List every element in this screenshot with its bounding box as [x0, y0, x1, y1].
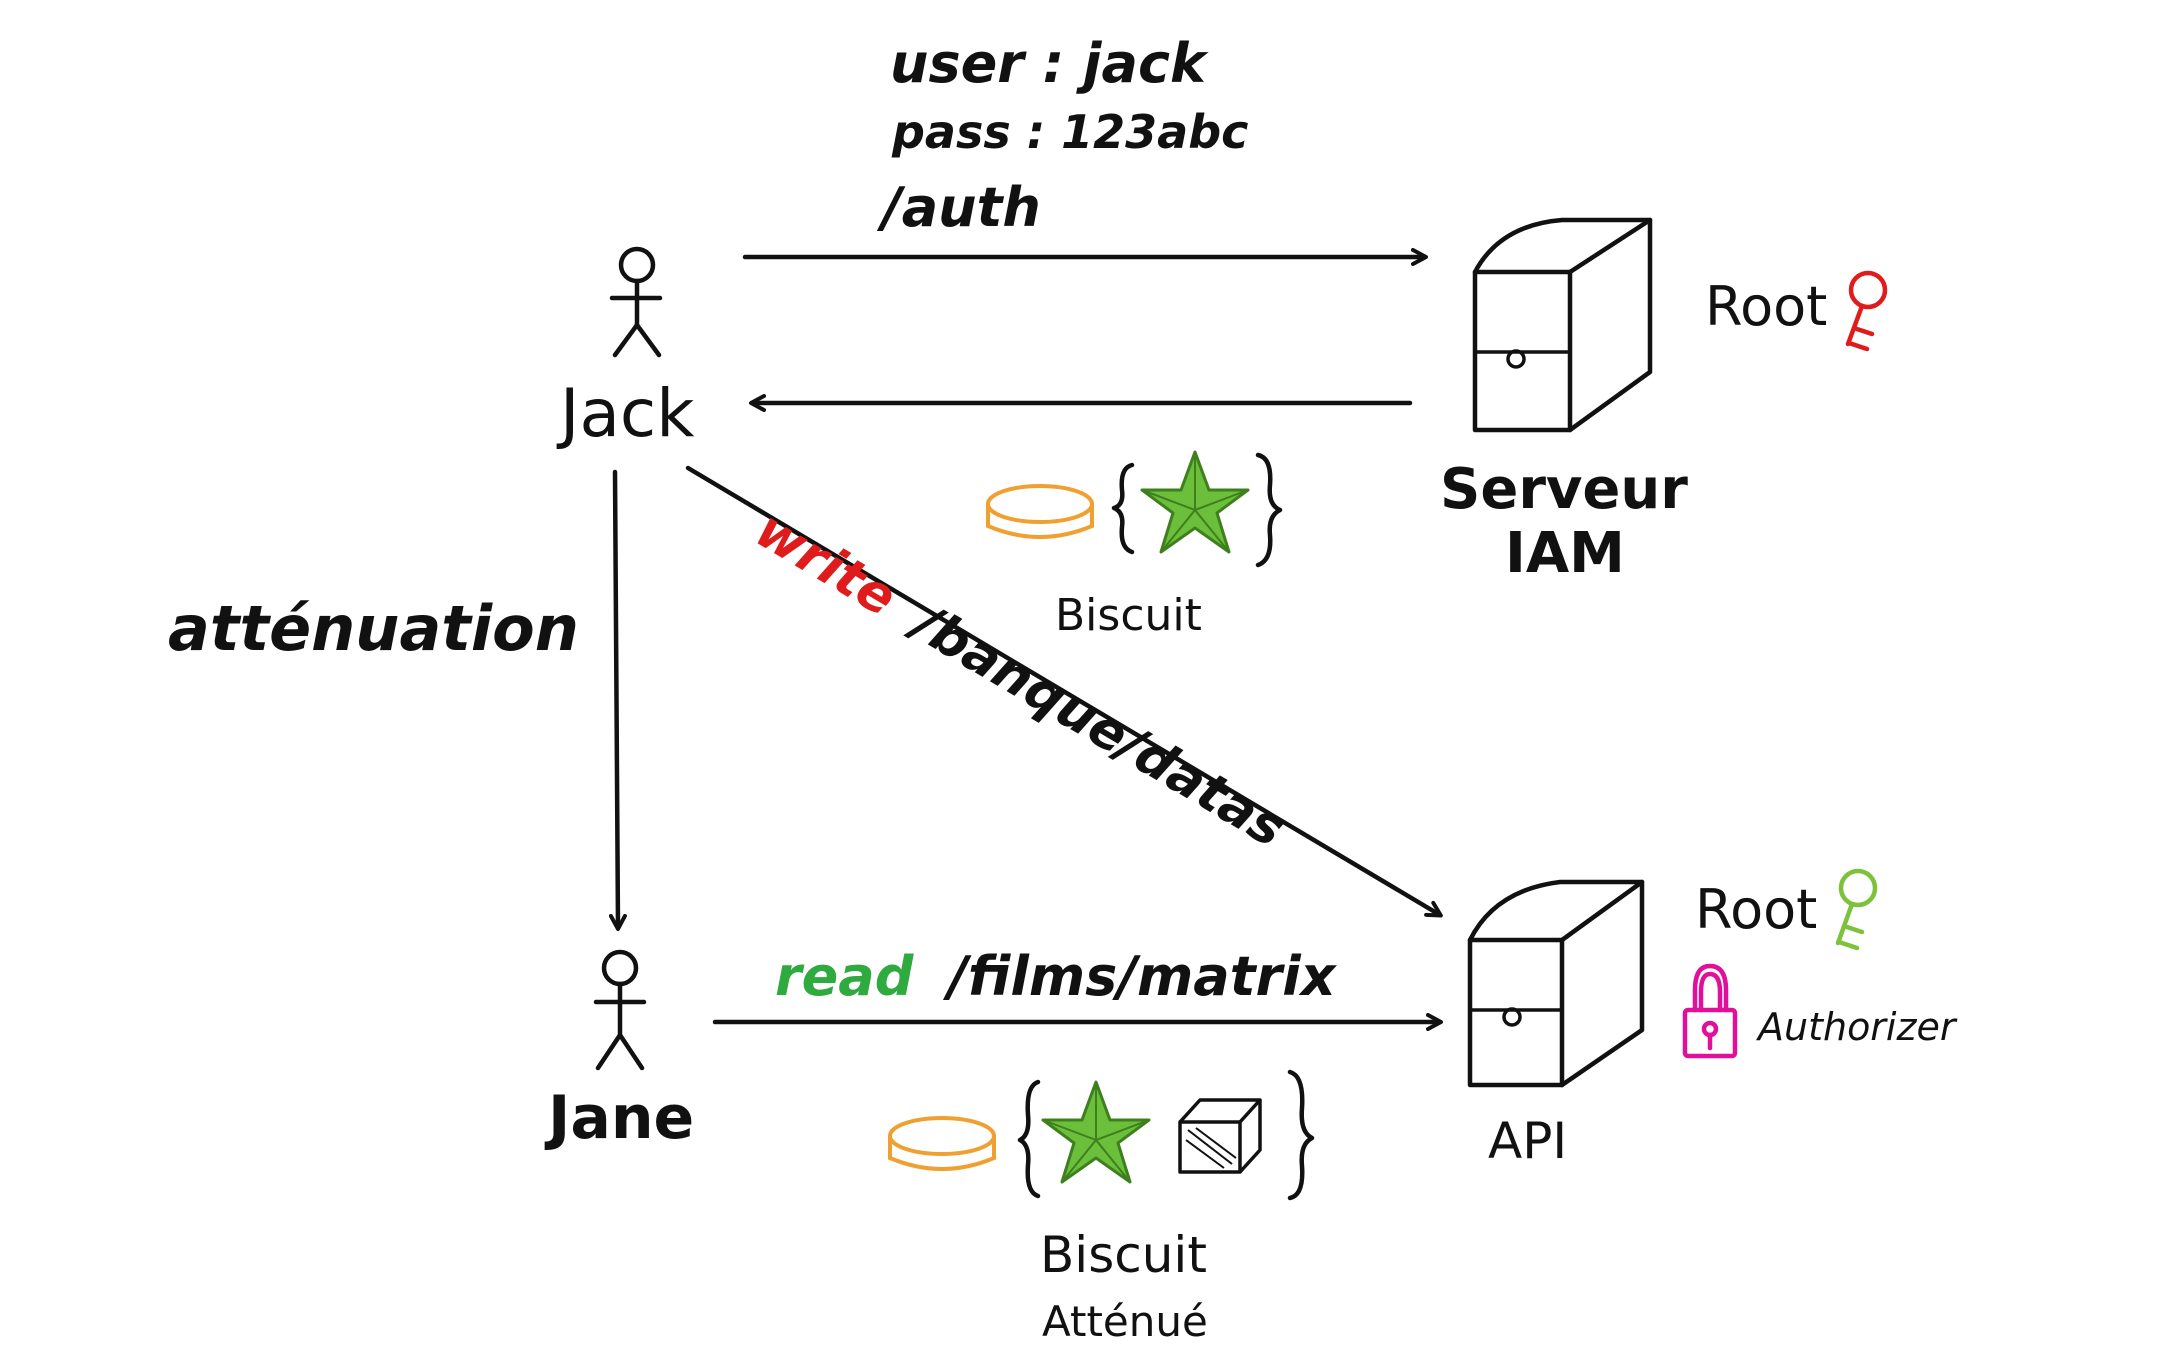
- jack-stick-figure-icon: [609, 246, 663, 358]
- jane-stick-figure-icon: [593, 949, 647, 1071]
- iam-server-label-line1: Serveur: [1440, 457, 1688, 522]
- jane-request-path: /films/matrix: [942, 945, 1338, 1008]
- jack-label: Jack: [556, 375, 695, 452]
- authorizer-label: Authorizer: [1755, 1005, 1958, 1049]
- arrow-jack-to-jane: [608, 469, 627, 931]
- api-server-label: API: [1488, 1112, 1567, 1170]
- jack-request-right: write: [745, 500, 906, 629]
- biscuit-disc-icon: [986, 484, 1094, 539]
- api-root-label: Root: [1695, 878, 1817, 941]
- iam-server-label-line2: IAM: [1505, 521, 1625, 586]
- jack-request-text: write /banque/datas: [745, 500, 1295, 860]
- attenuated-biscuit-star-icon: [1041, 1080, 1151, 1184]
- biscuit-label: Biscuit: [1055, 590, 1202, 641]
- iam-root-key-icon: [1845, 270, 1888, 352]
- attenuated-biscuit-disc-icon: [888, 1116, 996, 1171]
- jane-request-text: read /films/matrix: [775, 945, 1338, 1008]
- attenuated-biscuit-label-line2: Atténué: [1042, 1297, 1208, 1346]
- authorizer-padlock-icon: [1682, 963, 1738, 1059]
- jane-label: Jane: [544, 1083, 694, 1153]
- iam-root-label: Root: [1705, 275, 1827, 338]
- auth-pass-text: pass : 123abc: [891, 105, 1248, 159]
- attenuated-biscuit-cube-icon: [1178, 1098, 1262, 1174]
- api-server-icon: [1467, 879, 1645, 1088]
- attenuated-biscuit-right-brace: [1287, 1069, 1315, 1201]
- arrow-jack-to-api: [685, 465, 1443, 918]
- auth-endpoint-text: /auth: [876, 176, 1041, 239]
- attenuated-biscuit-label-line1: Biscuit: [1040, 1226, 1207, 1284]
- attenuated-biscuit-left-brace: [1017, 1079, 1041, 1199]
- biscuit-left-brace: [1111, 462, 1135, 555]
- jane-request-right: read: [775, 945, 915, 1008]
- api-root-key-icon: [1835, 868, 1878, 951]
- attenuation-label: atténuation: [168, 592, 579, 665]
- auth-user-text: user : jack: [890, 32, 1209, 95]
- biscuit-star-icon: [1140, 450, 1250, 554]
- biscuit-right-brace: [1255, 452, 1283, 568]
- iam-server-icon: [1472, 217, 1653, 433]
